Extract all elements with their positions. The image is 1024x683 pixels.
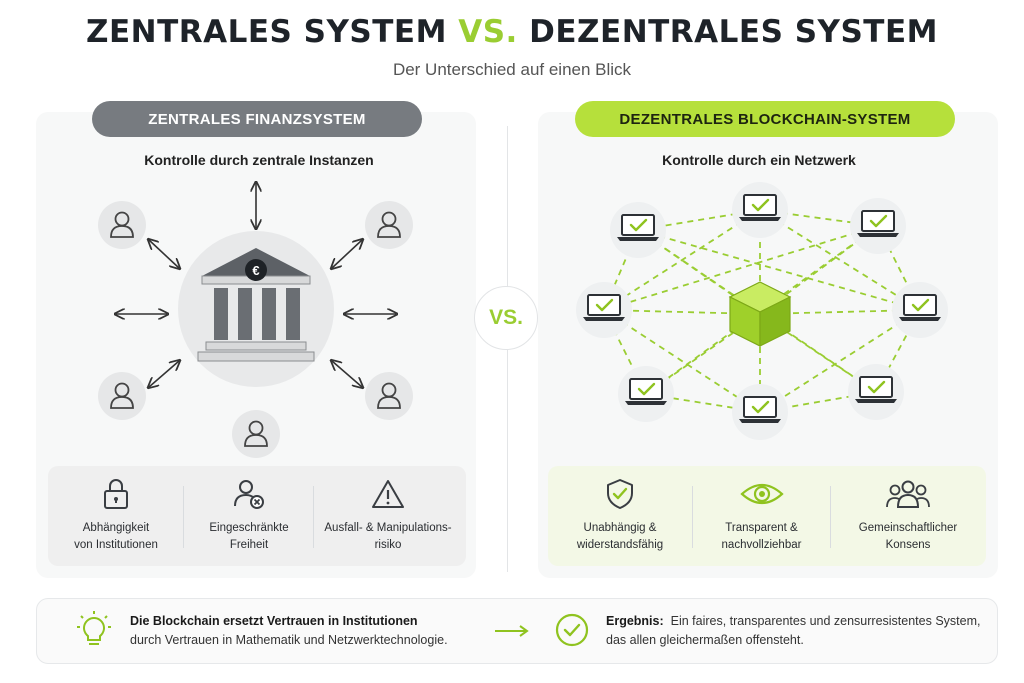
summary-result: Ergebnis: Ein faires, transparentes und …: [606, 612, 986, 650]
laptop-node-icon: [730, 382, 790, 442]
feature-separator: [313, 486, 314, 548]
feature-line: Transparent &: [725, 522, 798, 534]
title-vs: VS.: [458, 14, 518, 50]
network-diagram: [574, 180, 950, 442]
user-icon-top-left: [97, 200, 147, 250]
feature-line: Konsens: [885, 539, 931, 551]
bank-icon: [197, 248, 315, 362]
statement-rest: durch Vertrauen in Mathematik und Netzwe…: [130, 633, 448, 647]
central-label: ZENTRALES FINANZSYSTEM: [92, 101, 422, 137]
feature-separator: [830, 486, 831, 548]
blockchain-cube-icon: [728, 281, 792, 347]
lightbulb-icon: [77, 611, 111, 645]
laptop-node-icon: [616, 364, 676, 424]
result-line2: das allen gleichermaßen offensteht.: [606, 633, 804, 647]
arrow-top-right: [332, 240, 362, 268]
arrow-top-left: [149, 240, 179, 268]
arrow-bottom-right: [332, 361, 362, 387]
central-diagram: €: [97, 170, 414, 459]
result-line1: Ein faires, transparentes und zensurresi…: [670, 614, 981, 628]
feature-transparent: Transparent & nachvollziehbar: [695, 478, 828, 554]
result-label: Ergebnis:: [606, 614, 664, 628]
feature-line: widerstandsfähig: [576, 539, 664, 551]
decentral-benefits: [548, 466, 986, 566]
check-circle-icon: [555, 613, 589, 647]
feature-line: Unabhängig &: [583, 522, 657, 534]
title-right: DEZENTRALES SYSTEM: [529, 14, 938, 50]
euro-badge: [245, 259, 267, 281]
feature-line: von Institutionen: [74, 539, 158, 551]
warning-icon: [372, 480, 404, 508]
laptop-node-icon: [574, 280, 634, 340]
feature-line: Ausfall- & Manipulations-: [324, 522, 452, 534]
feature-independent: Unabhängig & widerstandsfähig: [552, 478, 688, 554]
feature-line: Abhängigkeit: [82, 522, 150, 534]
statement-bold: Die Blockchain ersetzt Vertrauen in Inst…: [130, 614, 418, 628]
group-icon: [886, 480, 930, 508]
laptop-node-icon: [848, 196, 908, 256]
laptop-node-icon: [608, 200, 668, 260]
decentral-caption: Kontrolle durch ein Netzwerk: [662, 152, 856, 168]
decentral-label: DEZENTRALES BLOCKCHAIN-SYSTEM: [575, 101, 955, 137]
arrow-right-icon: [495, 625, 529, 637]
feature-separator: [183, 486, 184, 548]
vs-badge: VS.: [474, 286, 538, 350]
summary-statement: Die Blockchain ersetzt Vertrauen in Inst…: [130, 612, 490, 650]
eye-icon: [739, 483, 784, 505]
shield-check-icon: [607, 479, 633, 509]
laptop-node-icon: [890, 280, 950, 340]
user-icon-bottom: [231, 409, 281, 459]
feature-restricted: Eingeschränkte Freiheit: [186, 478, 312, 554]
title-left: ZENTRALES SYSTEM: [86, 14, 447, 50]
feature-line: Eingeschränkte: [209, 522, 289, 534]
feature-consensus: Gemeinschaftlicher Konsens: [833, 478, 983, 554]
laptop-node-icon: [730, 180, 790, 240]
page-subtitle: Der Unterschied auf einen Blick: [392, 60, 632, 79]
feature-line: risiko: [374, 539, 402, 551]
user-icon-bottom-left: [97, 371, 147, 421]
feature-line: Gemeinschaftlicher: [858, 522, 958, 534]
feature-line: nachvollziehbar: [721, 539, 802, 551]
user-icon-bottom-right: [364, 371, 414, 421]
laptop-node-icon: [846, 362, 906, 422]
lock-icon: [104, 479, 128, 509]
feature-separator: [692, 486, 693, 548]
user-icon-top-right: [364, 200, 414, 250]
feature-dependency: Abhängigkeit von Institutionen: [52, 478, 180, 554]
user-blocked-icon: [234, 480, 264, 509]
central-drawbacks: [48, 466, 466, 566]
euro-symbol: €: [252, 263, 259, 278]
page-title: ZENTRALES SYSTEM VS. DEZENTRALES SYSTEM: [0, 14, 1024, 50]
central-caption: Kontrolle durch zentrale Instanzen: [144, 152, 374, 168]
arrow-bottom-left: [149, 361, 179, 387]
feature-line: Freiheit: [229, 539, 269, 551]
feature-risk: Ausfall- & Manipulations- risiko: [316, 478, 460, 554]
